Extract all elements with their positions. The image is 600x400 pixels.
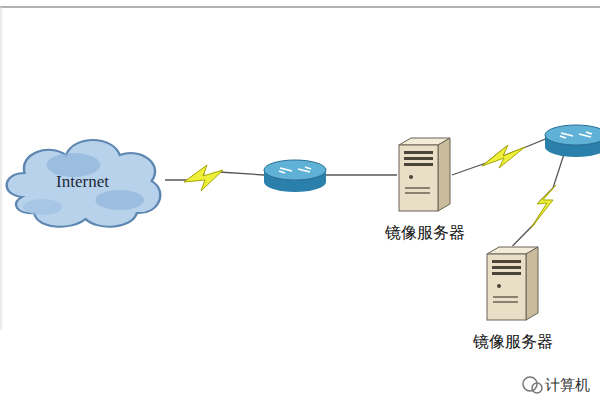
mirror-server: 镜像服务器 xyxy=(485,246,540,322)
watermark: 计算机 xyxy=(545,376,590,395)
wireless-bolt xyxy=(482,145,525,168)
mirror-server: 镜像服务器 xyxy=(397,137,452,213)
frame-line xyxy=(1,7,2,330)
wireless-bolt xyxy=(184,165,223,191)
watermark-icon xyxy=(523,377,542,393)
server-icon xyxy=(485,246,540,322)
router-icon xyxy=(264,160,326,192)
server-label: 镜像服务器 xyxy=(385,223,465,244)
cloud-label: Internet xyxy=(0,172,165,192)
router-icon xyxy=(545,125,600,157)
network-link xyxy=(452,138,566,246)
frame-line xyxy=(0,6,600,8)
server-label: 镜像服务器 xyxy=(473,332,553,353)
internet-cloud: Internet xyxy=(0,125,165,235)
server-icon xyxy=(397,137,452,213)
wireless-bolt xyxy=(531,185,556,228)
